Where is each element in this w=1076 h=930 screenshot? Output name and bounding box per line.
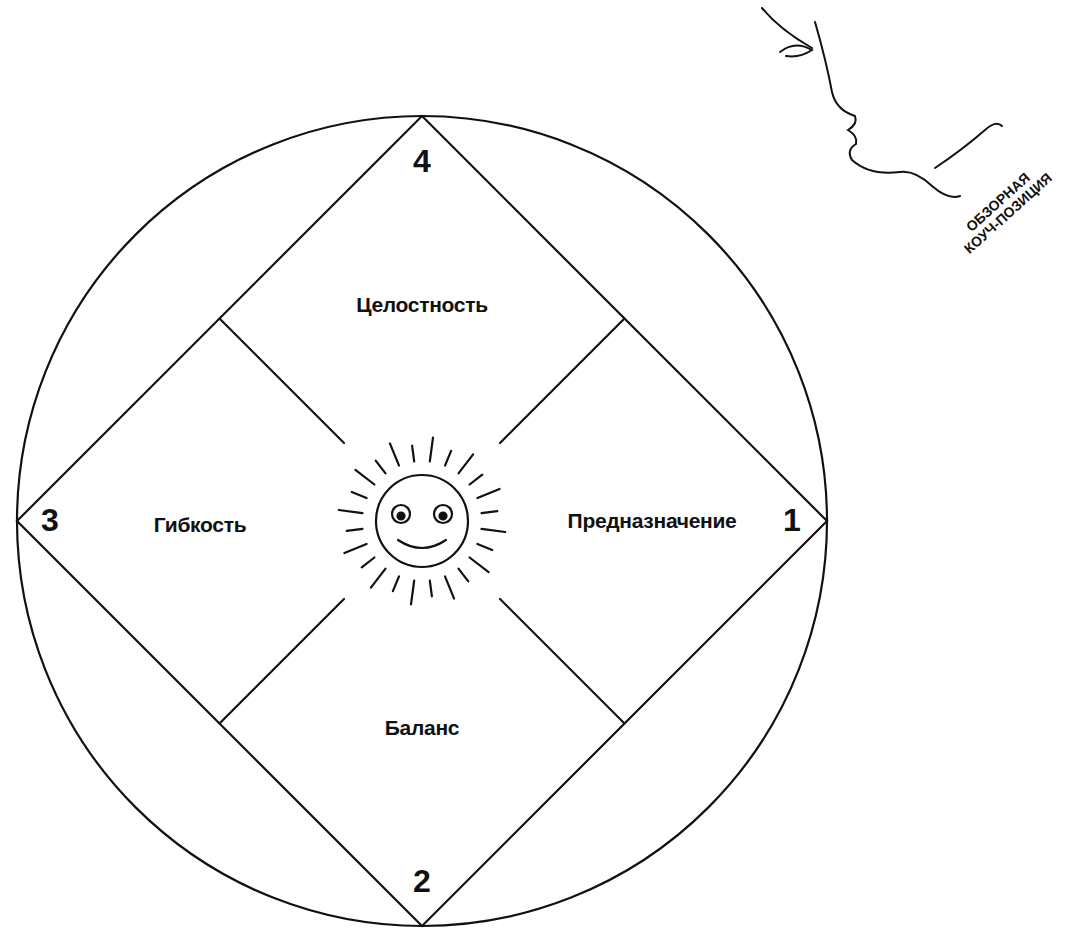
- segment-region: Целостность: [350, 289, 494, 321]
- sun-ray: [362, 558, 375, 568]
- position-caption: ОБЗОРНАЯ КОУЧ-ПОЗИЦИЯ: [949, 157, 1058, 259]
- sun-ray: [376, 461, 386, 474]
- face-profile: [762, 8, 1002, 197]
- divider-line: [220, 319, 345, 444]
- callout-number: 3: [41, 504, 59, 538]
- sun-ray: [411, 581, 414, 605]
- sun-ray: [470, 558, 489, 573]
- sun-ray: [393, 576, 399, 591]
- sun-ray: [470, 475, 483, 485]
- sun-ray: [352, 492, 367, 498]
- divider-line: [500, 319, 625, 444]
- sun-symbol: [339, 438, 506, 605]
- sun-ray: [459, 454, 474, 473]
- sun-ray: [430, 438, 433, 462]
- callout-number: 4: [413, 145, 431, 179]
- sun-ray: [347, 529, 363, 531]
- sun-ray: [477, 489, 499, 498]
- sun-ray: [445, 451, 451, 466]
- sun-ray: [445, 576, 454, 598]
- sun-ray: [482, 511, 498, 513]
- segment-region: Предназначение: [562, 505, 743, 537]
- segment-region: Гибкость: [148, 509, 253, 541]
- sun-ray: [339, 510, 363, 513]
- outer-circle: [17, 116, 827, 926]
- sun-ray: [477, 544, 492, 550]
- segment-title: Баланс: [385, 716, 459, 740]
- divider-line: [220, 599, 345, 724]
- segment-title: Целостность: [356, 293, 488, 317]
- sun-ray: [430, 581, 432, 597]
- sun-ray: [412, 446, 414, 462]
- segment-title: Гибкость: [154, 513, 247, 537]
- sun-ray: [459, 569, 469, 582]
- outer-diamond: [17, 116, 827, 926]
- sun-ray: [390, 443, 399, 465]
- segment-title: Предназначение: [568, 509, 737, 533]
- sun-ray: [482, 529, 506, 532]
- callout-number: 2: [413, 865, 431, 899]
- sun-ray: [344, 544, 366, 553]
- divider-line: [500, 599, 625, 724]
- segment-region: Баланс: [379, 712, 465, 744]
- sun-ray: [355, 470, 374, 485]
- sun-ray: [371, 569, 386, 588]
- callout-number: 1: [783, 504, 801, 538]
